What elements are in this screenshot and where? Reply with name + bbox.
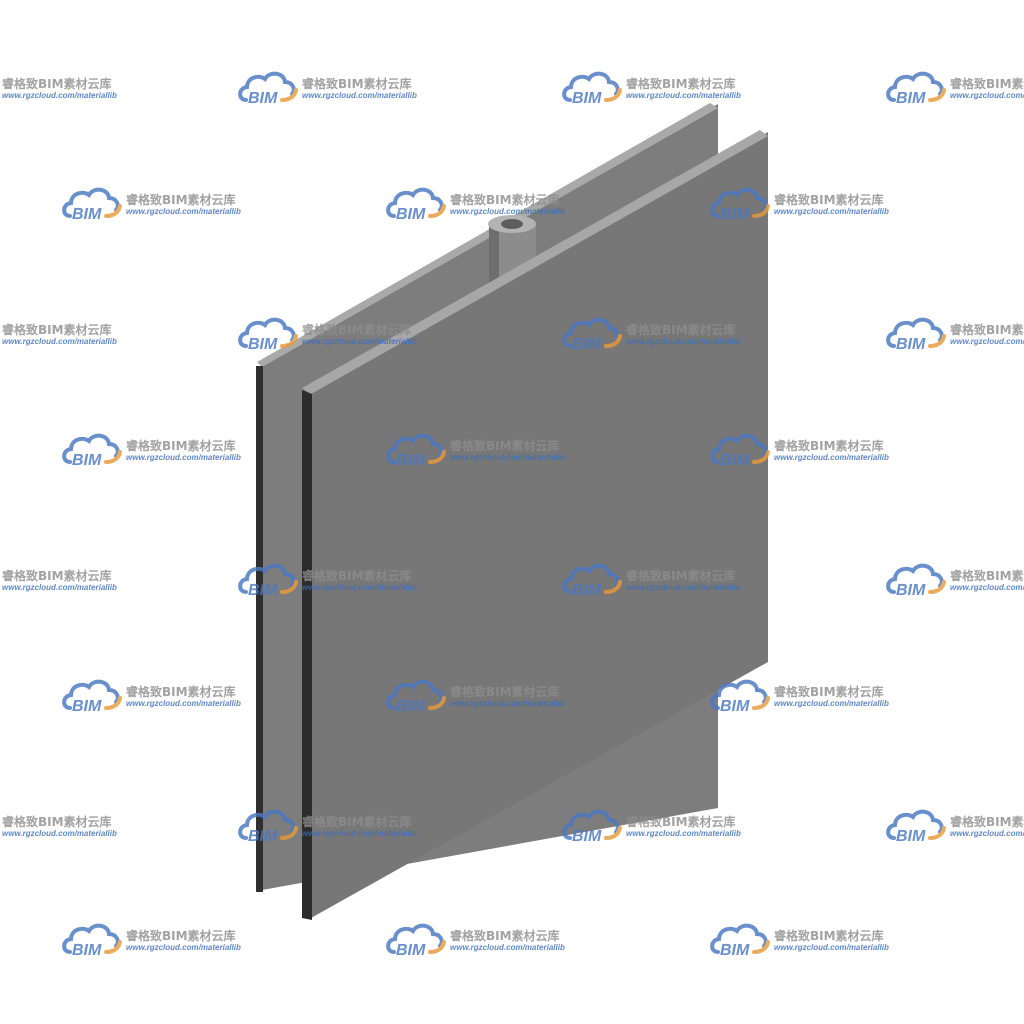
back-plate-top-edge <box>257 103 718 367</box>
tube-hole <box>501 219 523 229</box>
tube-shadow <box>489 223 499 285</box>
back-plate-side-edge <box>256 366 263 892</box>
front-plate <box>302 130 768 920</box>
front-plate-top-edge <box>302 130 768 394</box>
front-plate-side-edge <box>302 390 312 920</box>
